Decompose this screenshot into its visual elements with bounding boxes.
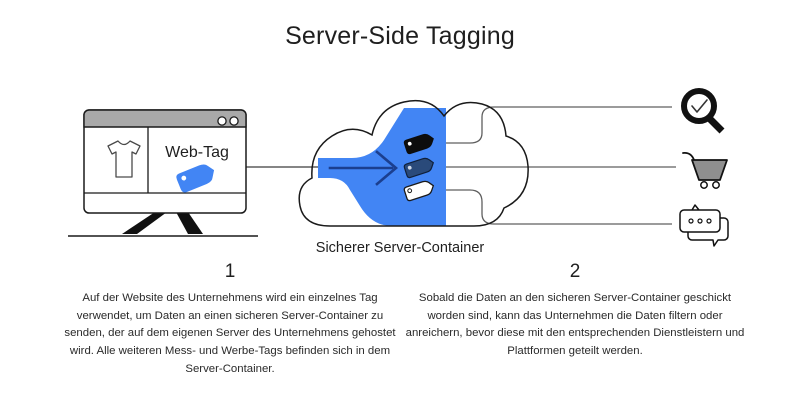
cart-wheel-left [700,181,708,189]
connector-tag1-to-search [424,106,672,144]
website-mockup[interactable]: Web-Tag [68,109,258,237]
step-1: 1 Auf der Website des Unternehmens wird … [62,261,398,378]
search-analytics-icon[interactable] [681,88,725,134]
page-title: Server-Side Tagging [285,22,515,50]
blue-tag-icon [176,164,215,193]
magnifier-ring [681,88,717,124]
tag-black [403,133,434,155]
step-1-number: 1 [224,261,236,282]
secure-server-cloud[interactable] [298,99,529,227]
step-1-text: Auf der Website des Unternehmens wird ei… [64,291,396,375]
shopping-cart-icon[interactable] [682,151,728,189]
chat-dot-2 [697,218,703,224]
web-tag-label: Web-Tag [165,144,229,161]
window-circle-1 [217,116,227,126]
chat-dot-3 [706,218,712,224]
chat-bubbles-icon[interactable] [679,204,729,247]
browser-titlebar [83,109,247,128]
monitor-stand-left-leg [122,212,167,234]
step-2-number: 2 [569,261,581,282]
cloud-outline [298,99,529,227]
window-circle-2 [229,116,239,126]
connector-tag3-to-chat [424,189,672,225]
cloud-caption: Sicherer Server-Container [315,240,485,256]
step-2-text: Sobald die Daten an den sicheren Server-… [405,291,745,357]
tag-white [403,180,435,202]
cart-body [691,159,728,181]
chat-dot-1 [688,218,694,224]
data-flow-arrow [328,150,399,186]
t-shirt-icon [107,140,141,178]
connector-lines [246,106,676,225]
tag-dark-blue [403,157,435,179]
magnifier-check [691,99,708,113]
monitor-stand-right-leg [176,212,203,234]
step-2: 2 Sobald die Daten an den sicheren Serve… [405,261,745,361]
cart-wheel-right [712,181,720,189]
cart-handle [682,151,695,161]
